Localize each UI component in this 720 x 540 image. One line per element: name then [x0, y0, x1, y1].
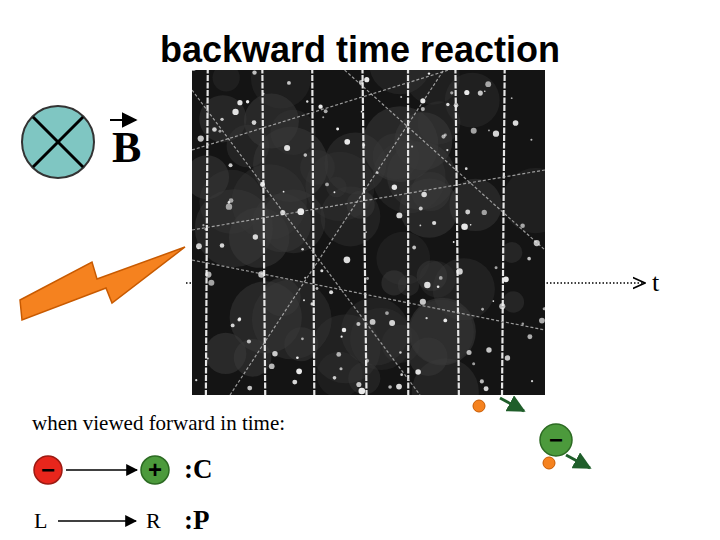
charge-sign: + — [148, 458, 162, 482]
particle-circle: + — [140, 455, 170, 485]
field-symbol — [22, 106, 94, 178]
particle-symbol — [543, 455, 590, 469]
particle-circle: − — [539, 423, 573, 457]
symmetry-label: :P — [184, 507, 209, 534]
axis-label: t — [652, 270, 659, 296]
slide-title: backward time reaction — [154, 30, 566, 70]
particle-symbol — [473, 398, 524, 412]
note: when viewed forward in time: — [32, 413, 285, 434]
vector-arrow — [110, 119, 136, 121]
particle-circle: − — [33, 455, 63, 485]
handedness-label: L — [34, 510, 47, 532]
field-symbol-label: B — [112, 126, 141, 170]
lightning-bolt — [20, 247, 185, 320]
charge-sign: − — [41, 458, 55, 482]
arrow — [58, 520, 136, 522]
symmetry-label: :C — [184, 456, 213, 483]
charge-sign: − — [549, 428, 563, 452]
handedness-label: R — [146, 510, 161, 532]
connector-arrow — [66, 469, 137, 471]
